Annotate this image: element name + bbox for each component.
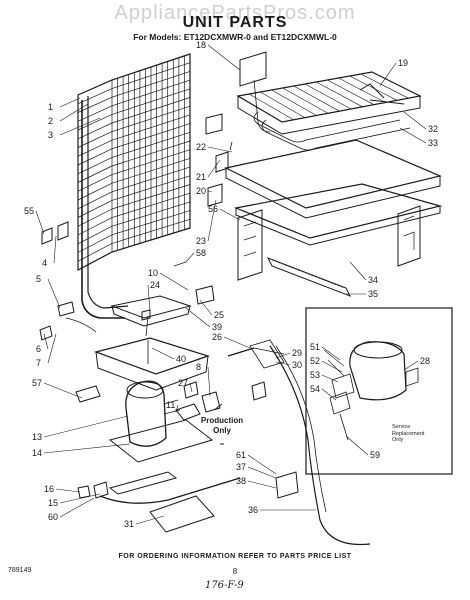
callout-1: 1 [48, 102, 53, 112]
callout-2: 2 [48, 116, 53, 126]
callout-51: 51 [310, 342, 320, 352]
production-only-note: Production Only [200, 416, 244, 435]
diagram-title: UNIT PARTS [182, 14, 288, 31]
callout-29: 29 [292, 348, 302, 358]
callout-60: 60 [48, 512, 58, 522]
hardware-pieces [39, 221, 267, 445]
callout-16: 16 [44, 484, 54, 494]
ordering-info-footer: FOR ORDERING INFORMATION REFER TO PARTS … [118, 553, 352, 560]
callout-25: 25 [214, 310, 224, 320]
callout-59: 59 [370, 450, 380, 460]
callout-5: 5 [36, 274, 41, 284]
compressor-production [108, 380, 214, 463]
callout-22: 22 [196, 142, 206, 152]
document-number: 789149 [8, 567, 32, 574]
watermark-text: AppliancePartsPros.com [114, 2, 356, 24]
callout-34: 34 [368, 275, 378, 285]
callout-35: 35 [368, 289, 378, 299]
callout-32: 32 [428, 124, 438, 134]
suction-tube [227, 339, 371, 546]
callout-27: 27 [178, 378, 188, 388]
callout-57: 57 [32, 378, 42, 388]
drain-tray [224, 139, 443, 297]
callout-33: 33 [428, 138, 438, 148]
callout-54: 54 [310, 384, 320, 394]
callout-11: 11 [166, 400, 175, 410]
callout-53: 53 [310, 370, 320, 380]
models-subtitle: For Models: ET12DCXMWR-0 and ET12DCXMWL-… [133, 32, 337, 42]
callout-13: 13 [32, 432, 42, 442]
base-bracket [77, 471, 299, 533]
callout-4: 4 [42, 258, 47, 268]
drip-pan [93, 295, 210, 391]
callout-56: 56 [208, 204, 218, 214]
evaporator-shelf [236, 71, 422, 151]
callout-21: 21 [196, 172, 206, 182]
callout-58: 58 [196, 248, 206, 258]
callout-7: 7 [36, 358, 41, 368]
service-inset [305, 307, 453, 475]
callout-24: 24 [150, 280, 160, 290]
condenser-coil [77, 53, 191, 319]
callout-3: 3 [48, 130, 53, 140]
callout-19: 19 [398, 58, 408, 68]
callout-26: 26 [212, 332, 222, 342]
callout-40: 40 [176, 354, 186, 364]
callout-8: 8 [196, 362, 201, 372]
callout-36: 36 [248, 505, 258, 515]
handwritten-note: 176-F-9 [205, 580, 244, 591]
callout-14: 14 [32, 448, 42, 458]
callout-18: 18 [196, 40, 206, 50]
callout-52: 52 [310, 356, 320, 366]
service-replacement-note: Service Replacement Only [392, 424, 425, 443]
callout-39: 39 [212, 322, 222, 332]
page-number: 8 [232, 567, 238, 576]
callout-23: 23 [196, 236, 206, 246]
callout-20: 20 [196, 186, 206, 196]
callout-10: 10 [148, 268, 158, 278]
callout-55: 55 [24, 206, 34, 216]
callout-30: 30 [292, 360, 302, 370]
callout-37: 37 [236, 462, 246, 472]
relay-parts [183, 381, 223, 413]
callout-6: 6 [36, 344, 41, 354]
callout-61: 61 [236, 450, 246, 460]
callout-28: 28 [420, 356, 430, 366]
callout-15: 15 [48, 498, 58, 508]
brackets [205, 51, 421, 281]
callout-38: 38 [236, 476, 246, 486]
callout-31: 31 [124, 519, 134, 529]
